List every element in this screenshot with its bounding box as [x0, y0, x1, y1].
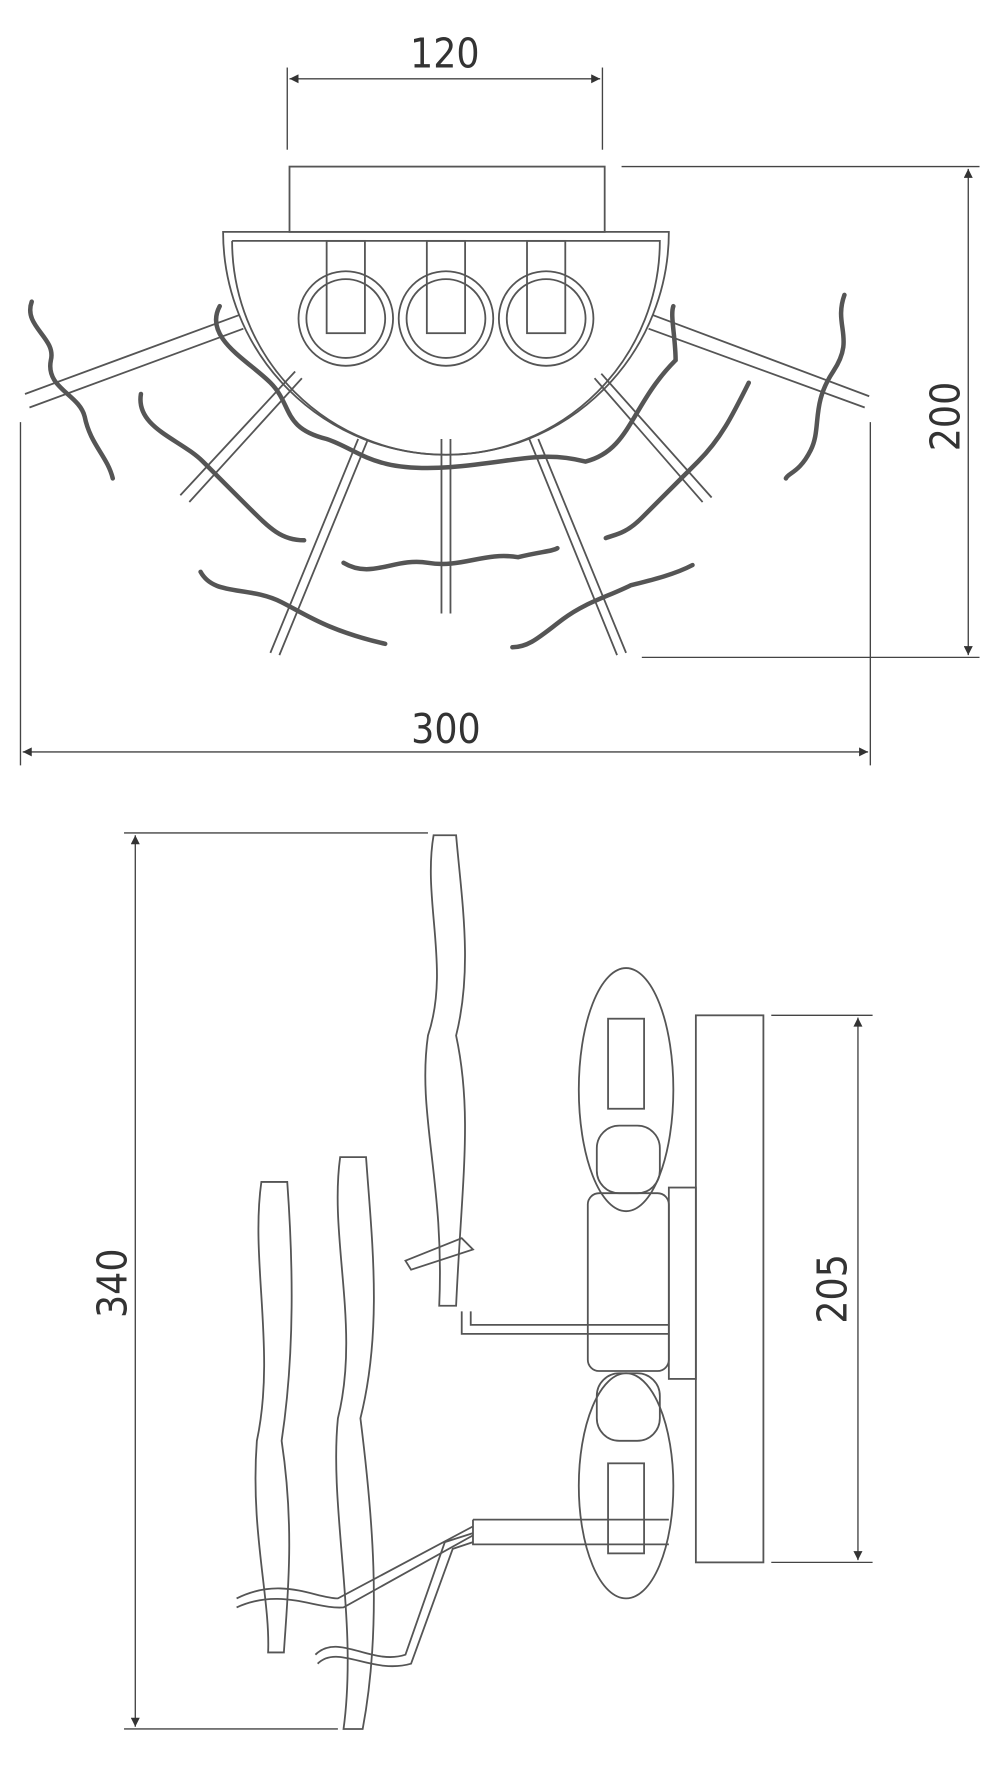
dimension-label-340: 340	[88, 1248, 136, 1318]
lamp-side	[236, 834, 765, 1730]
dimension-205: 205	[771, 1014, 873, 1564]
wavy-glass-elements	[27, 292, 847, 650]
dimension-label-300: 300	[411, 705, 481, 753]
front-view: 120 200 300	[19, 30, 980, 766]
dimension-200: 200	[621, 165, 980, 659]
side-view: 340 205	[88, 832, 873, 1730]
dimension-300: 300	[19, 422, 872, 766]
lamp-front	[24, 165, 870, 656]
dimension-340: 340	[88, 832, 428, 1730]
dimension-label-200: 200	[921, 382, 969, 452]
dimension-120: 120	[286, 30, 604, 150]
dimension-label-120: 120	[410, 30, 480, 78]
dimension-label-205: 205	[809, 1254, 857, 1324]
